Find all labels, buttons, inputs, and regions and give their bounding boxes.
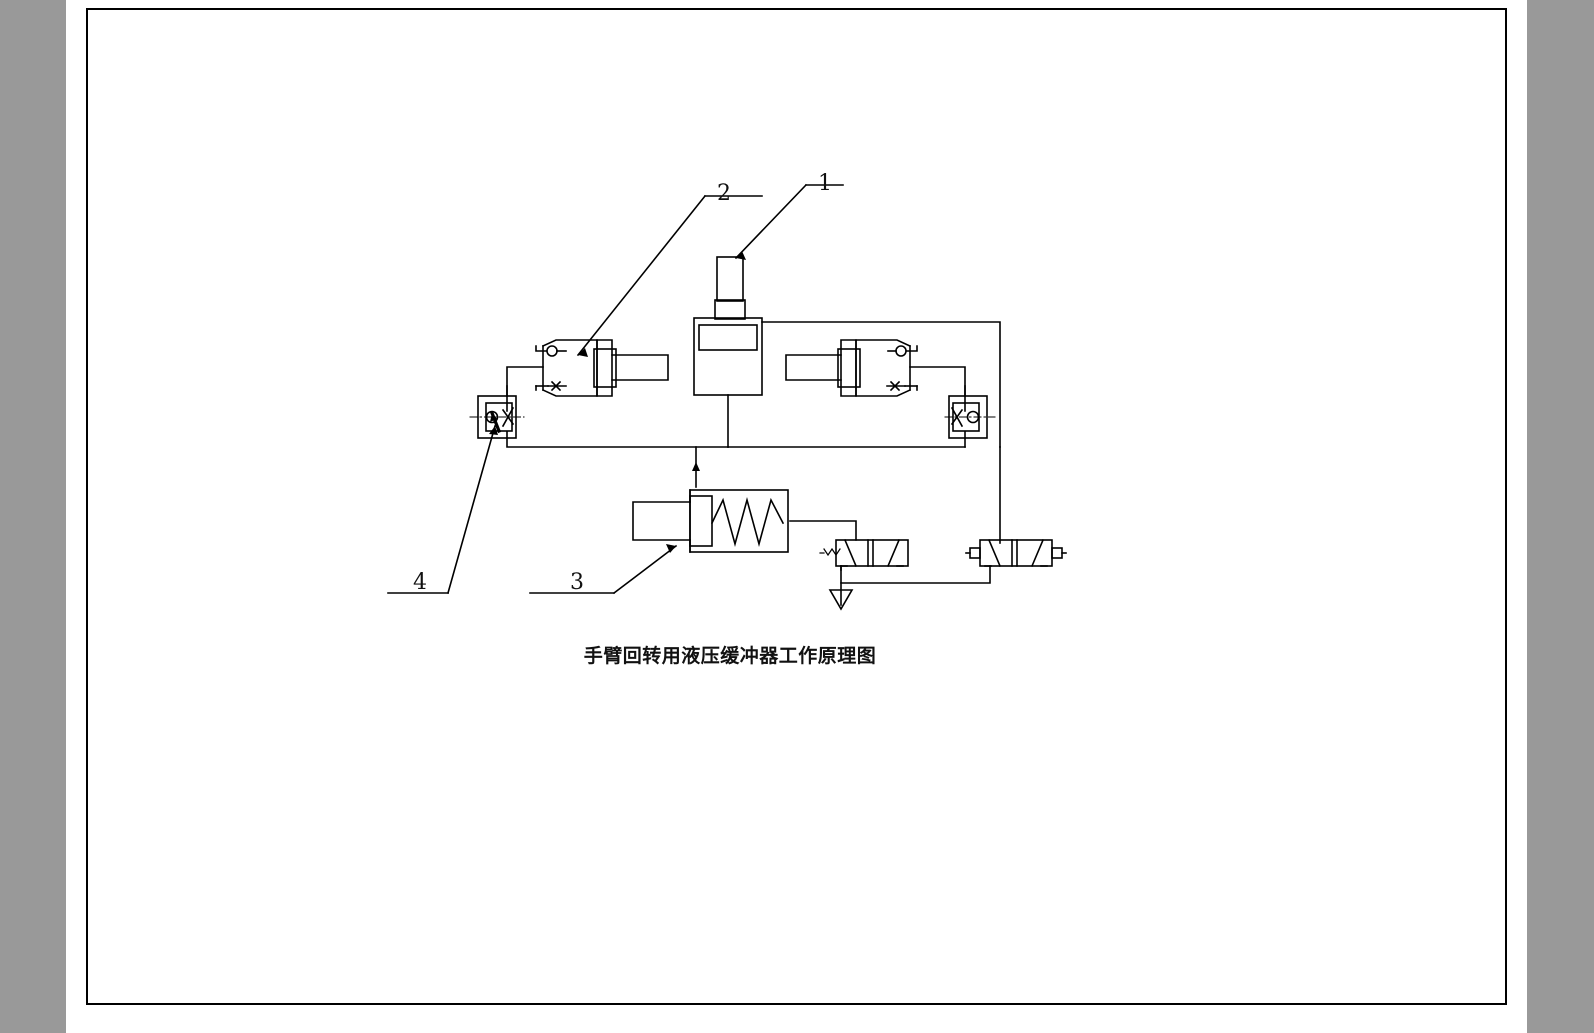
spring-accumulator[interactable]	[632, 489, 789, 553]
callout-label-3: 3	[570, 570, 584, 595]
diagram-title: 手臂回转用液压缓冲器工作原理图	[583, 645, 877, 667]
left-throttle-check-valve[interactable]	[469, 385, 525, 439]
callout-label-1: 1	[818, 171, 832, 196]
center-buffer-cylinder[interactable]	[693, 256, 763, 396]
piping-network	[506, 321, 1001, 606]
callout-leader-2	[576, 194, 763, 357]
left-damper-cylinder[interactable]	[535, 339, 669, 397]
callout-label-2: 2	[717, 181, 731, 206]
directional-control-valve[interactable]	[819, 538, 909, 571]
manual-directional-valve[interactable]	[965, 538, 1067, 568]
right-damper-cylinder[interactable]	[785, 339, 918, 397]
callout-leader-4	[387, 425, 498, 594]
callout-label-4: 4	[413, 570, 427, 595]
tank-drain-icon	[828, 589, 854, 611]
drawing-frame-border	[86, 8, 1507, 1005]
right-throttle-check-valve[interactable]	[944, 385, 996, 439]
drawing-page	[66, 0, 1527, 1033]
callout-leader-3	[529, 544, 678, 595]
